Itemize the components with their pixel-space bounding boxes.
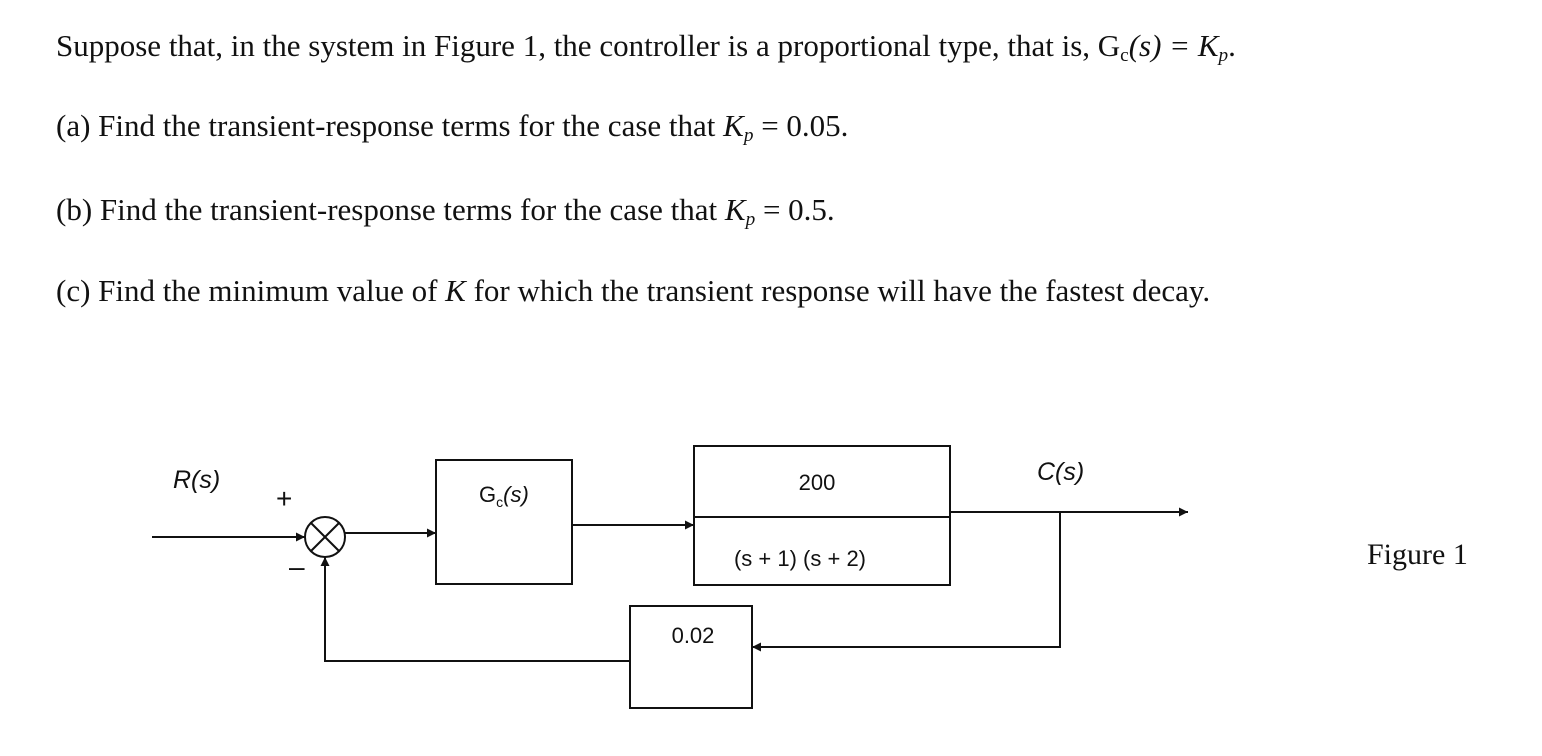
part-a-value: = 0.05. <box>753 108 849 143</box>
minus-sign: – <box>289 551 305 582</box>
feedback-block <box>629 605 753 709</box>
plant-denominator: (s + 1) (s + 2) <box>734 546 866 571</box>
plus-sign: + <box>276 483 292 514</box>
intro-text: Suppose that, in the system in Figure 1,… <box>56 28 1121 63</box>
feedback-pickoff-line <box>752 512 1061 652</box>
figure-caption: Figure 1 <box>1367 538 1468 571</box>
gc-argument: (s) <box>1128 28 1162 63</box>
part-c-k: K <box>445 273 466 308</box>
part-a-text: (a) Find the transient-response terms fo… <box>56 108 724 143</box>
part-a-subscript: p <box>743 124 754 146</box>
controller-block <box>435 459 573 585</box>
intro-period: . <box>1228 28 1236 63</box>
part-b: (b) Find the transient-response terms fo… <box>56 192 835 229</box>
part-c-tail: for which the transient response will ha… <box>465 273 1211 308</box>
part-c: (c) Find the minimum value of K for whic… <box>56 275 1210 306</box>
part-c-text: (c) Find the minimum value of <box>56 273 446 308</box>
part-b-subscript: p <box>745 208 756 230</box>
kp-symbol: = K <box>1161 28 1219 63</box>
plant-numerator: 200 <box>799 470 836 495</box>
gc-subscript: c <box>1120 44 1129 66</box>
output-label: C(s) <box>1037 458 1084 486</box>
kp-subscript: p <box>1218 44 1229 66</box>
summing-junction-cross-b <box>310 522 340 552</box>
problem-statement: Suppose that, in the system in Figure 1,… <box>56 28 1236 65</box>
input-label: R(s) <box>173 466 220 494</box>
part-b-value: = 0.5. <box>755 192 835 227</box>
part-b-text: (b) Find the transient-response terms fo… <box>56 192 725 227</box>
controller-label: Gc(s) <box>479 482 529 510</box>
part-a-k: K <box>723 108 744 143</box>
plant-block <box>693 445 951 586</box>
part-b-k: K <box>724 192 746 227</box>
feedback-gain-label: 0.02 <box>672 623 715 648</box>
part-a: (a) Find the transient-response terms fo… <box>56 108 849 145</box>
feedback-return-line <box>320 557 630 662</box>
